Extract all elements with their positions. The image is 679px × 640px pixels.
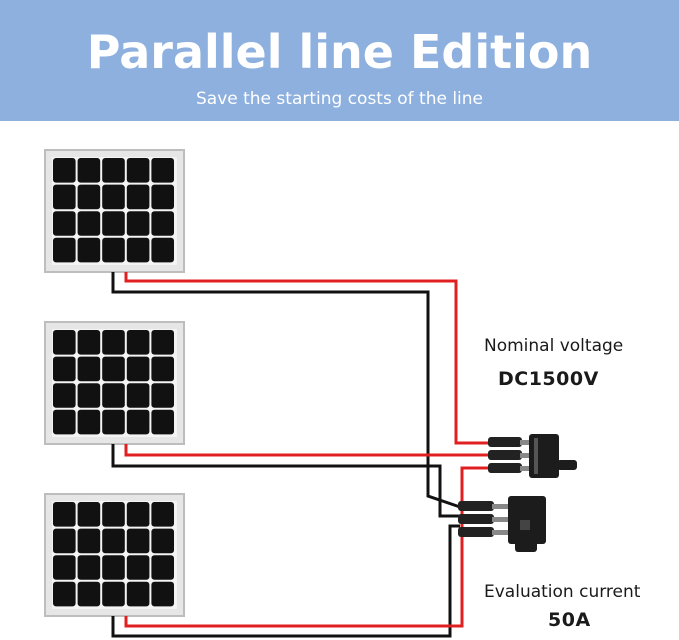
current-label: Evaluation current xyxy=(484,582,641,602)
solar-cell xyxy=(102,237,125,263)
header-banner: Parallel line Edition Save the starting … xyxy=(0,0,679,121)
solar-cell xyxy=(151,237,174,263)
solar-cell xyxy=(126,211,150,236)
solar-cell xyxy=(126,528,150,554)
solar-cell xyxy=(53,502,76,527)
solar-cell xyxy=(126,158,150,183)
solar-cell xyxy=(77,330,101,355)
solar-cell xyxy=(102,383,125,408)
solar-cell xyxy=(53,356,76,382)
solar-panel-1 xyxy=(44,149,185,273)
page-subtitle: Save the starting costs of the line xyxy=(195,89,484,109)
solar-cell xyxy=(102,528,125,554)
solar-cell xyxy=(126,330,150,355)
solar-panel-3 xyxy=(44,493,185,617)
solar-cell xyxy=(77,409,101,435)
solar-cell xyxy=(126,409,150,435)
positive-wires xyxy=(124,272,490,628)
solar-cell xyxy=(102,211,125,236)
positive-wire-3 xyxy=(124,466,490,628)
solar-cell xyxy=(102,184,125,210)
solar-cell xyxy=(126,356,150,382)
solar-cell xyxy=(151,502,174,527)
solar-cell xyxy=(126,581,150,607)
branch-connector-positive xyxy=(488,434,577,478)
voltage-label: Nominal voltage xyxy=(484,336,624,356)
solar-cell xyxy=(151,356,174,382)
negative-wires xyxy=(111,272,461,638)
solar-cell xyxy=(102,409,125,435)
voltage-value: DC1500V xyxy=(498,368,599,390)
solar-panel-2 xyxy=(44,321,185,445)
solar-cell xyxy=(126,184,150,210)
solar-cell xyxy=(53,211,76,236)
solar-cell xyxy=(53,184,76,210)
solar-cell xyxy=(77,502,101,527)
solar-cell xyxy=(151,330,174,355)
positive-wire-1 xyxy=(124,272,490,445)
solar-cell xyxy=(77,237,101,263)
solar-cell xyxy=(151,184,174,210)
panel-1-cells xyxy=(52,157,177,265)
page-title: Parallel line Edition xyxy=(86,25,593,79)
solar-cell xyxy=(102,356,125,382)
solar-cell xyxy=(151,383,174,408)
solar-cell xyxy=(77,211,101,236)
solar-cell xyxy=(151,409,174,435)
solar-cell xyxy=(151,211,174,236)
solar-cell xyxy=(53,409,76,435)
solar-cell xyxy=(77,158,101,183)
solar-cell xyxy=(53,383,76,408)
solar-cell xyxy=(102,502,125,527)
solar-cell xyxy=(126,237,150,263)
negative-wire-2 xyxy=(111,444,460,518)
solar-cell xyxy=(77,555,101,580)
solar-cell xyxy=(126,383,150,408)
solar-cell xyxy=(53,158,76,183)
solar-cell xyxy=(126,555,150,580)
solar-cell xyxy=(53,330,76,355)
positive-wire-2 xyxy=(124,444,490,457)
solar-cell xyxy=(53,237,76,263)
solar-cell xyxy=(77,581,101,607)
solar-cell xyxy=(53,581,76,607)
solar-cell xyxy=(53,555,76,580)
panel-2-cells xyxy=(52,329,177,437)
solar-cell xyxy=(77,184,101,210)
panel-3-cells xyxy=(52,501,177,609)
solar-cell xyxy=(77,383,101,408)
solar-cell xyxy=(151,555,174,580)
solar-cell xyxy=(151,158,174,183)
solar-cell xyxy=(102,555,125,580)
current-value: 50A xyxy=(548,609,591,631)
solar-cell xyxy=(102,158,125,183)
solar-cell xyxy=(102,330,125,355)
solar-cell xyxy=(126,502,150,527)
solar-cell xyxy=(77,356,101,382)
solar-cell xyxy=(102,581,125,607)
solar-cell xyxy=(151,581,174,607)
solar-cell xyxy=(53,528,76,554)
solar-cell xyxy=(77,528,101,554)
branch-connector-negative xyxy=(458,496,546,552)
negative-wire-3 xyxy=(111,524,460,638)
solar-cell xyxy=(151,528,174,554)
